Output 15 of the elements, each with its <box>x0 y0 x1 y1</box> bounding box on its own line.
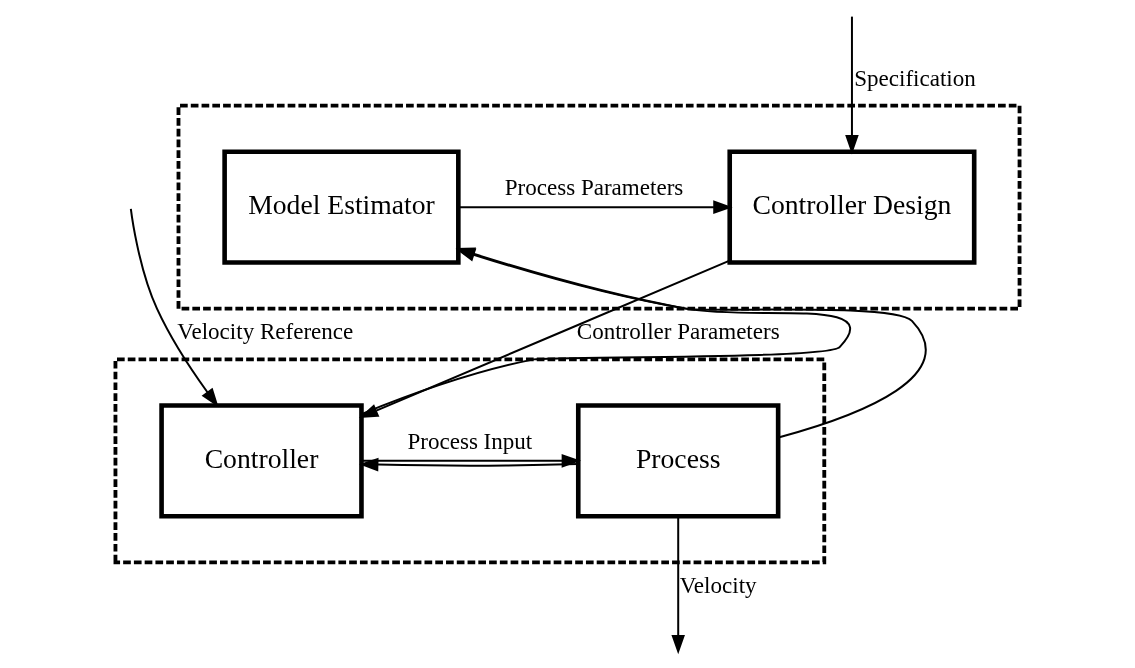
arrow <box>671 515 685 655</box>
arrow <box>457 200 733 214</box>
cluster <box>176 103 1022 311</box>
edge-label: Controller Parameters <box>576 318 780 345</box>
node-box: Model Estimator <box>222 149 461 265</box>
arrow <box>845 15 859 155</box>
edge-label: Process Input <box>407 427 533 454</box>
edge-label: Process Parameters <box>504 173 684 200</box>
node-box: Controller <box>159 403 364 519</box>
edge-label: Specification <box>854 64 976 91</box>
edge-label: Velocity Reference <box>177 318 354 345</box>
cluster <box>113 357 827 565</box>
edge-label: Velocity <box>679 572 757 599</box>
node-box: Controller Design <box>727 149 977 265</box>
node-box: Process <box>575 403 781 519</box>
